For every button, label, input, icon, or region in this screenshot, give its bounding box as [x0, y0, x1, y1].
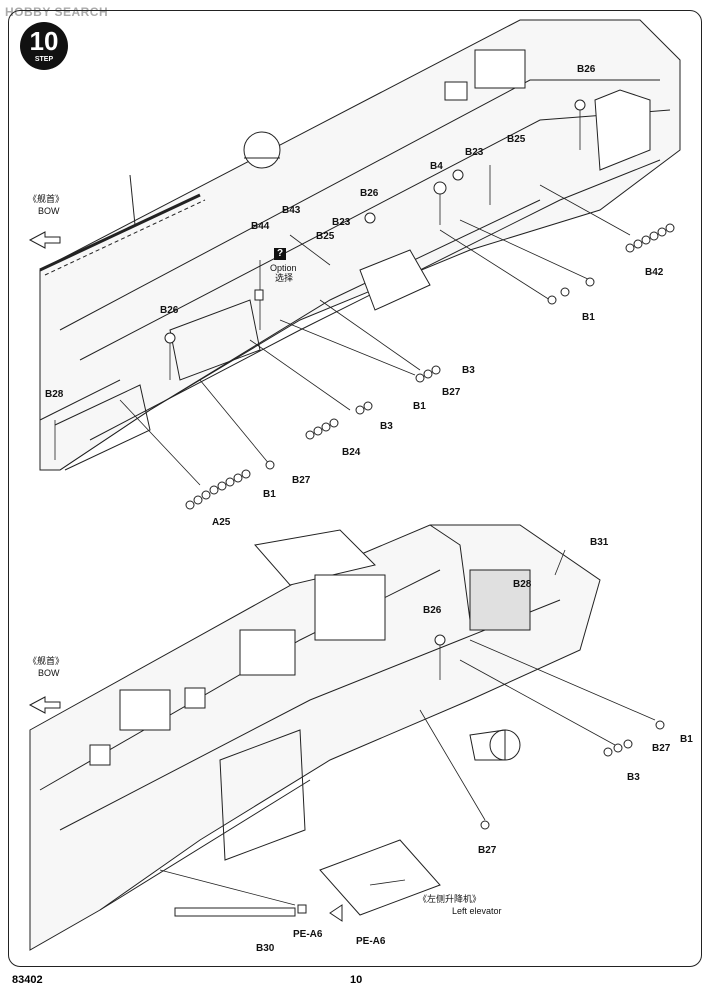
part-b44: [254, 289, 264, 301]
part-a25-cluster: [185, 469, 251, 510]
watermark: HOBBY SEARCH: [5, 5, 109, 19]
part-label: B1: [263, 489, 276, 500]
leader-lines-upper: [54, 110, 631, 486]
part-label: B28: [45, 389, 64, 400]
bow-en-upper: BOW: [38, 206, 60, 216]
elevator-en: Left elevator: [452, 906, 502, 916]
page-number: 10: [350, 974, 363, 986]
part-label: B30: [256, 943, 275, 954]
product-code: 83402: [12, 974, 43, 986]
part-b24-cluster: [305, 418, 339, 440]
leader-lines-lower: [159, 549, 656, 906]
pea6-arrow: [329, 904, 343, 922]
part-label: B44: [251, 221, 270, 232]
lower-hull: [29, 524, 601, 951]
part-label: B4: [430, 161, 443, 172]
part-label: B27: [652, 743, 671, 754]
option-en: Option: [270, 263, 297, 273]
part-b1-cluster-upper: [265, 277, 595, 470]
part-b42-cluster: [625, 223, 675, 253]
part-b3-cluster-upper: [355, 365, 441, 415]
upper-hull: [39, 19, 681, 471]
part-pea6: [297, 904, 307, 914]
part-label: B23: [465, 147, 484, 158]
part-label: B26: [577, 64, 596, 75]
part-label: B25: [507, 134, 526, 145]
elevator-cn: 《左侧升降机》: [418, 894, 482, 904]
part-label: B3: [380, 421, 393, 432]
part-label: B23: [332, 217, 351, 228]
part-label: B1: [582, 312, 595, 323]
part-b30: [174, 907, 296, 917]
step-label: STEP: [34, 56, 54, 63]
part-label: B43: [282, 205, 301, 216]
option-mark: ?: [274, 248, 286, 260]
part-b3-cluster-lower: [480, 720, 665, 830]
part-label: B31: [590, 537, 609, 548]
part-label: B27: [442, 387, 461, 398]
part-label: B26: [423, 605, 442, 616]
bow-arrow-lower: [28, 696, 61, 714]
part-label: B24: [342, 447, 361, 458]
part-label: B26: [160, 305, 179, 316]
bow-arrow-upper: [28, 231, 61, 249]
part-b26-items: [164, 99, 586, 646]
part-label: B1: [413, 401, 426, 412]
part-label: PE-A6: [356, 936, 386, 947]
part-clusters: [164, 99, 675, 917]
part-label: B25: [316, 231, 335, 242]
part-label: A25: [212, 517, 231, 528]
bow-cn-lower: 《舰首》: [28, 656, 65, 666]
bow-cn-upper: 《舰首》: [28, 194, 65, 204]
part-label: B27: [478, 845, 497, 856]
page-frame: [8, 10, 702, 967]
step-number: 10: [29, 26, 59, 56]
part-label: B27: [292, 475, 311, 486]
bow-en-lower: BOW: [38, 668, 60, 678]
option-cn: 选择: [275, 273, 294, 283]
part-label: B1: [680, 734, 693, 745]
part-label: B42: [645, 267, 664, 278]
part-label: B3: [462, 365, 475, 376]
part-label: B3: [627, 772, 640, 783]
step-badge: 10 STEP: [20, 22, 68, 70]
part-label: B28: [513, 579, 532, 590]
part-label: B26: [360, 188, 379, 199]
part-b4-domes: [433, 169, 464, 195]
part-label: PE-A6: [293, 929, 323, 940]
